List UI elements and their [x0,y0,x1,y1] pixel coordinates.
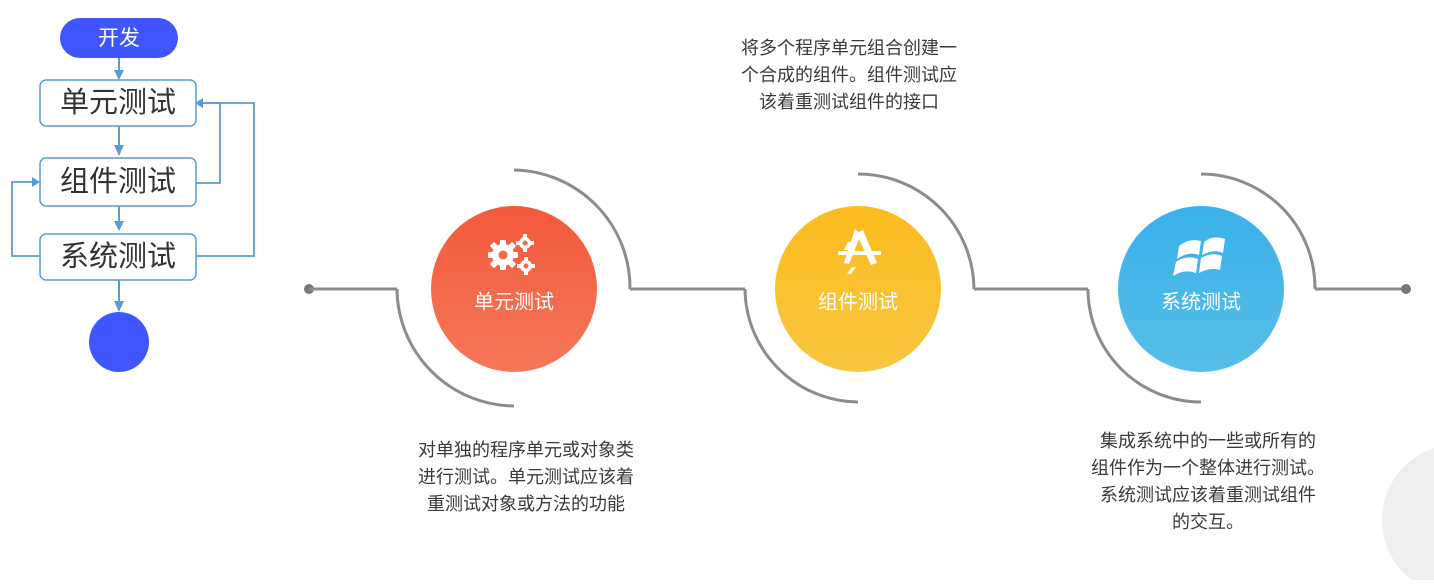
stage-labels: 单元测试 组件测试 系统测试 [474,290,1241,314]
feedback-loop-system-to-unit [196,102,255,257]
feedback-arrow-head-component-to-unit [195,98,203,108]
unit-test-description-line-1: 对单独的程序单元或对象类 [418,440,634,461]
component-test-circle [775,206,941,372]
gear-small-top-hole [522,240,528,246]
system-arc-top [1200,172,1317,290]
gear-large-hole [498,250,508,260]
system-test-description: 集成系统中的一些或所有的 组件作为一个整体进行测试。 系统测试应该着重测试组件 … [1060,428,1356,536]
development-flowchart: 开发 单元测试 组件测试 系统测试 [11,18,255,372]
unit-test-description-line-2: 进行测试。单元测试应该着 [418,467,634,488]
gear-small-bottom-tooth-2 [524,270,528,275]
arrow-head-start-to-unit [114,70,124,80]
gear-small-top-tooth-4 [529,241,534,245]
unit-test-step-label: 单元测试 [60,85,176,119]
windows-pane-top-left [1177,240,1201,259]
component-test-circle-label: 组件测试 [818,290,898,314]
gears-icon [488,234,535,275]
gear-small-top-tooth-2 [523,247,527,252]
gear-small-bottom-tooth-3 [517,264,522,268]
gear-large-tooth-bl [490,260,498,268]
unit-test-circle-label: 单元测试 [474,290,554,314]
component-arc-top [857,172,976,290]
app-store-right-stroke [856,230,877,265]
system-test-description-line-1: 集成系统中的一些或所有的 [1100,431,1316,452]
unit-test-description-line-3: 重测试对象或方法的功能 [427,494,625,515]
arrow-head-unit-to-component [114,145,124,156]
unit-arc-bottom [395,288,515,408]
windows-pane-bottom-left [1173,257,1198,276]
gear-large-tooth-tl [490,242,498,250]
arrow-head-component-to-system [114,221,124,231]
start-node [60,18,178,58]
gear-small-bottom-tooth-4 [530,264,535,268]
component-test-description: 将多个程序单元组合创建一 个合成的组件。组件测试应 该着重测试组件的接口 [706,35,992,116]
system-test-description-line-4: 的交互。 [1172,512,1244,533]
timeline-connector [304,284,1411,294]
gear-large-tooth-br [508,260,516,268]
system-test-circle-label: 系统测试 [1161,290,1241,314]
windows-pane-bottom-right [1199,254,1222,273]
feedback-loop-component-to-unit [196,102,221,184]
end-node [89,312,149,372]
system-test-step-label: 系统测试 [60,239,176,273]
gear-small-bottom-tooth-1 [524,257,528,262]
app-store-bottom-accent [847,267,856,274]
app-store-icon [838,229,881,274]
gear-large-tooth-left [488,252,495,258]
component-test-step-label: 组件测试 [60,164,176,198]
feedback-loop-system-to-component [11,181,40,257]
system-arc-bottom [1086,288,1202,404]
system-test-circle [1118,206,1284,372]
gear-small-bottom-hole [523,263,529,269]
windows-icon [1173,237,1225,276]
timeline-end-node [1401,284,1411,294]
start-label: 开发 [98,26,140,50]
unit-arc-top [513,168,632,290]
gear-large-tooth-right [511,252,518,258]
windows-pane-top-right [1202,237,1225,255]
app-store-crossbar [838,251,881,255]
component-test-description-line-1: 将多个程序单元组合创建一 [741,38,957,59]
gear-large-tooth-bottom [500,263,506,270]
stage-arcs [395,168,1317,408]
feedback-arrow-head-system-to-component [32,177,40,187]
app-store-left-stroke [844,229,861,264]
app-store-top-accent [844,242,852,250]
stage-circles [431,206,1284,372]
gear-large-tooth-top [500,240,506,247]
gear-large-tooth-tr [508,242,516,250]
system-test-description-line-3: 系统测试应该着重测试组件 [1100,485,1316,506]
component-arc-bottom [743,288,859,404]
gear-small-top-tooth-1 [523,234,527,239]
corner-decoration [1382,447,1434,584]
system-test-description-line-2: 组件作为一个整体进行测试。 [1091,458,1325,479]
gear-small-top-tooth-3 [516,241,521,245]
component-test-description-line-2: 个合成的组件。组件测试应 [741,65,957,86]
arrow-head-system-to-end [114,301,124,312]
unit-test-description: 对单独的程序单元或对象类 进行测试。单元测试应该着 重测试对象或方法的功能 [390,437,662,518]
component-test-description-line-3: 该着重测试组件的接口 [759,92,939,113]
unit-test-circle [431,206,597,372]
